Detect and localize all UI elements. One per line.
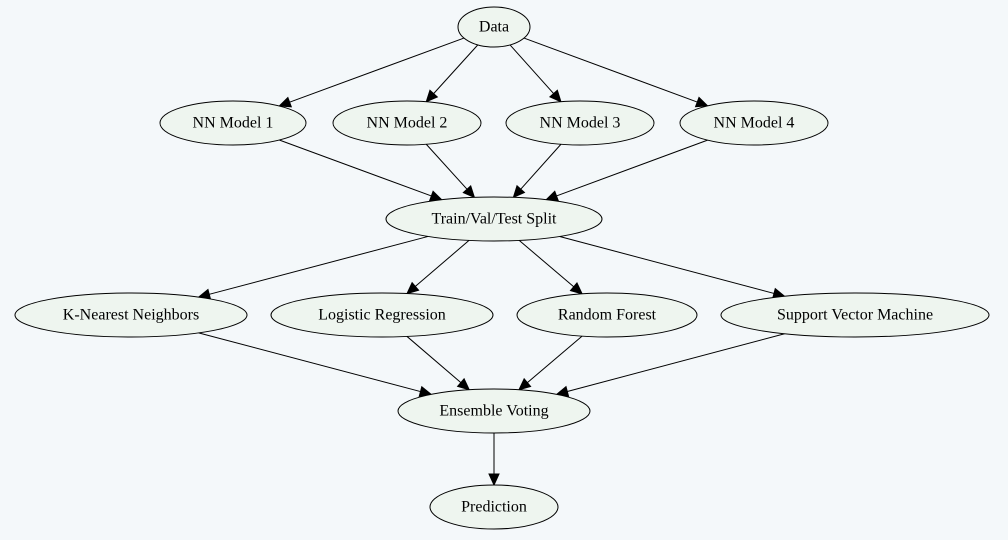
node-ellipse <box>429 484 559 530</box>
node-label: NN Model 1 <box>193 115 274 132</box>
edge-split-to-logreg <box>406 240 470 295</box>
node-nn1: NN Model 1 <box>159 100 307 146</box>
edge-split-to-svm <box>559 235 786 299</box>
edge-nn3-to-split <box>512 143 562 199</box>
edge-knn-to-ensemble <box>198 332 433 398</box>
edge-data-to-nn4 <box>523 37 709 108</box>
arrowhead-icon <box>462 184 476 199</box>
edges-layer <box>197 37 786 487</box>
node-nn4: NN Model 4 <box>679 100 829 146</box>
arrowhead-icon <box>548 89 562 103</box>
edge-line <box>289 37 465 103</box>
node-ellipse <box>720 292 990 338</box>
node-prediction: Prediction <box>429 484 559 530</box>
arrowhead-icon <box>545 190 559 202</box>
edge-ensemble-to-prediction <box>488 433 500 487</box>
node-ellipse <box>385 196 603 242</box>
edge-line <box>279 139 432 197</box>
node-logreg: Logistic Regression <box>270 292 494 338</box>
edge-rf-to-ensemble <box>518 335 583 391</box>
arrowhead-icon <box>488 473 500 487</box>
node-label: Random Forest <box>558 307 657 324</box>
node-ellipse <box>270 292 494 338</box>
node-label: Data <box>479 19 509 36</box>
edge-nn2-to-split <box>425 143 476 199</box>
edge-data-to-nn2 <box>425 44 479 103</box>
edge-line <box>527 335 583 384</box>
node-ellipse <box>516 292 698 338</box>
arrowhead-icon <box>569 282 584 295</box>
node-split: Train/Val/Test Split <box>385 196 603 242</box>
node-label: NN Model 2 <box>367 115 448 132</box>
arrowhead-icon <box>406 281 420 295</box>
arrowhead-icon <box>425 89 439 103</box>
arrowhead-icon <box>694 96 709 108</box>
edge-nn1-to-split <box>279 139 443 202</box>
edge-data-to-nn3 <box>509 44 562 103</box>
node-svm: Support Vector Machine <box>720 292 990 338</box>
node-label: Prediction <box>461 499 527 516</box>
node-label: K-Nearest Neighbors <box>63 307 199 324</box>
edge-line <box>567 333 785 392</box>
node-ellipse <box>14 292 248 338</box>
arrowhead-icon <box>278 96 293 108</box>
nodes-layer: Data NN Model 1 NN Model 2 NN Model 3 NN Mod… <box>14 6 990 530</box>
node-label: Train/Val/Test Split <box>432 211 558 228</box>
node-knn: K-Nearest Neighbors <box>14 292 248 338</box>
node-data: Data <box>457 6 531 48</box>
edge-logreg-to-ensemble <box>406 336 471 391</box>
arrowhead-icon <box>512 184 526 199</box>
edge-split-to-knn <box>197 235 429 300</box>
node-ellipse <box>505 100 655 146</box>
node-label: NN Model 3 <box>540 115 621 132</box>
edge-line <box>198 332 421 393</box>
edge-svm-to-ensemble <box>555 333 785 397</box>
node-ellipse <box>457 6 531 48</box>
arrowhead-icon <box>428 190 443 202</box>
edge-split-to-rf <box>518 240 584 295</box>
edge-line <box>520 143 562 190</box>
edge-line <box>559 235 775 294</box>
edge-line <box>518 240 575 288</box>
node-ellipse <box>159 100 307 146</box>
edge-line <box>509 44 554 94</box>
node-ellipse <box>332 100 482 146</box>
edge-line <box>523 37 698 103</box>
arrowhead-icon <box>518 377 532 391</box>
node-ensemble: Ensemble Voting <box>397 388 591 434</box>
edge-line <box>209 235 429 295</box>
node-ellipse <box>397 388 591 434</box>
arrowhead-icon <box>456 377 471 391</box>
edge-line <box>556 139 708 197</box>
node-label: Support Vector Machine <box>777 307 933 324</box>
edge-line <box>433 44 479 94</box>
node-label: Ensemble Voting <box>439 403 548 420</box>
node-ellipse <box>679 100 829 146</box>
node-label: NN Model 4 <box>714 115 795 132</box>
edge-nn4-to-split <box>545 139 708 202</box>
node-rf: Random Forest <box>516 292 698 338</box>
node-nn2: NN Model 2 <box>332 100 482 146</box>
node-label: Logistic Regression <box>318 307 446 324</box>
edge-line <box>425 143 468 190</box>
edge-line <box>415 240 470 287</box>
edge-data-to-nn1 <box>278 37 465 108</box>
edge-line <box>406 336 462 383</box>
node-nn3: NN Model 3 <box>505 100 655 146</box>
